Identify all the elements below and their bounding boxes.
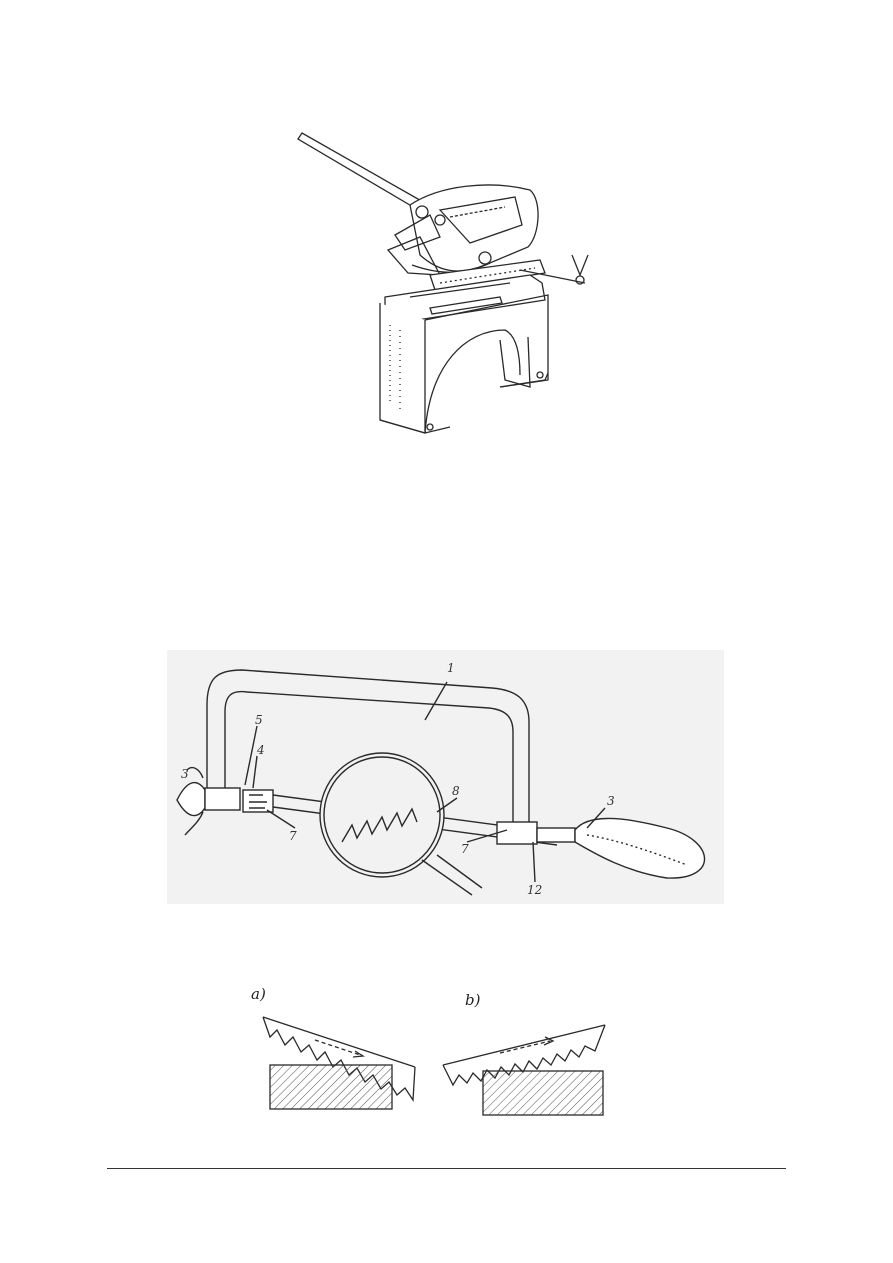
subfigure-a-label: a): [251, 985, 266, 1003]
subfigure-a-blade: [262, 1016, 416, 1102]
callout-3-right: 3: [607, 794, 615, 808]
callout-1: 1: [447, 661, 455, 675]
hacksaw-illustration: 1 5 4 3 8 3 7 7 12: [167, 650, 724, 904]
callout-5: 5: [255, 713, 263, 727]
footer-rule: [107, 1168, 786, 1169]
callout-3-left: 3: [181, 767, 189, 781]
lever-shear-illustration: [290, 125, 610, 440]
callout-8: 8: [452, 784, 460, 798]
callout-7-right: 7: [461, 842, 469, 856]
subfigure-b-workpiece: [482, 1070, 604, 1116]
callout-12: 12: [527, 883, 542, 897]
callout-4: 4: [256, 743, 265, 757]
saw-tooth-diagram: a) b): [245, 985, 615, 1120]
subfigure-a-workpiece: [269, 1064, 393, 1110]
callout-7-left: 7: [289, 829, 297, 843]
subfigure-b-label: b): [465, 991, 481, 1009]
